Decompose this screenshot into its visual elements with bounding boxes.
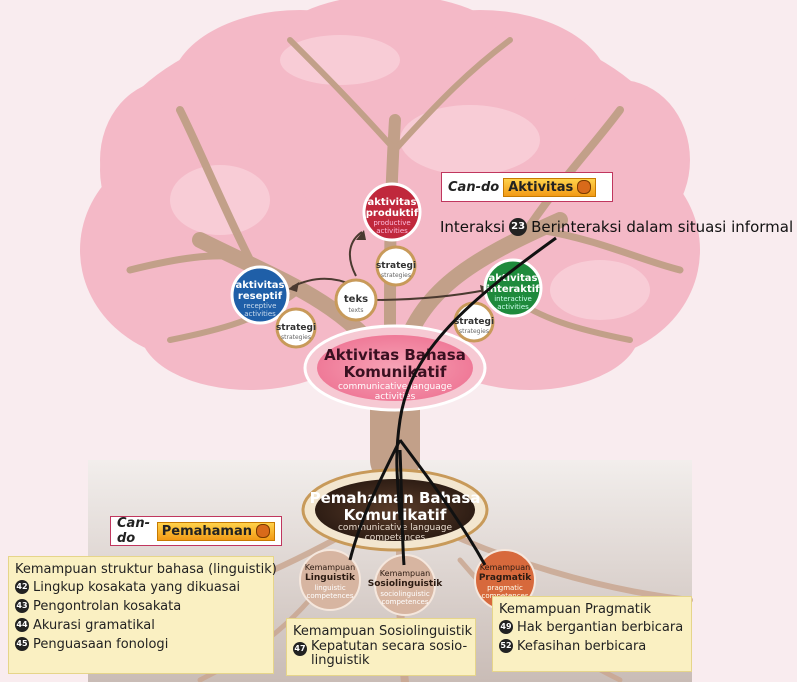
svg-text:teks: teks xyxy=(344,294,368,305)
svg-text:strategies: strategies xyxy=(381,272,411,279)
linguistic-box: Kemampuan struktur bahasa (linguistik) 4… xyxy=(8,556,277,674)
pragmatic-box-title: Kemampuan Pragmatik xyxy=(499,602,652,617)
svg-text:strategies: strategies xyxy=(459,328,489,335)
svg-text:texts: texts xyxy=(349,307,364,314)
interaction-number: 23 xyxy=(509,218,528,236)
svg-text:strategi: strategi xyxy=(276,323,316,333)
texts-node: teks texts xyxy=(334,278,378,322)
cando-competences-prefix: Can-do xyxy=(117,516,150,546)
strategy-node-left: strategi strategies xyxy=(275,307,317,349)
strategy-node-top: strategi strategies xyxy=(375,245,417,287)
connector-lines xyxy=(348,236,557,566)
cando-activities-label: Aktivitas xyxy=(503,177,597,197)
sociolinguistic-box-title: Kemampuan Sosiolinguistik xyxy=(293,624,473,639)
cando-competences-badge: Can-do Pemahaman xyxy=(110,516,282,546)
cando-competences-label: Pemahaman xyxy=(156,521,275,541)
ear-icon xyxy=(256,524,270,538)
linguistic-box-title: Kemampuan struktur bahasa (linguistik) xyxy=(15,562,277,577)
strategy-node-right: strategi strategies xyxy=(453,301,495,343)
hand-icon xyxy=(577,180,592,194)
cando-activities-badge: Can-do Aktivitas xyxy=(441,172,613,202)
svg-text:strategi: strategi xyxy=(454,317,494,327)
svg-text:strategi: strategi xyxy=(376,261,416,271)
cando-activities-prefix: Can-do xyxy=(448,179,500,195)
interaction-text: Berinteraksi dalam situasi informal xyxy=(531,218,794,236)
interaction-category: Interaksi xyxy=(440,218,506,236)
interaction-label: Interaksi 23 Berinteraksi dalam situasi … xyxy=(440,218,793,236)
svg-text:strategies: strategies xyxy=(281,334,311,341)
